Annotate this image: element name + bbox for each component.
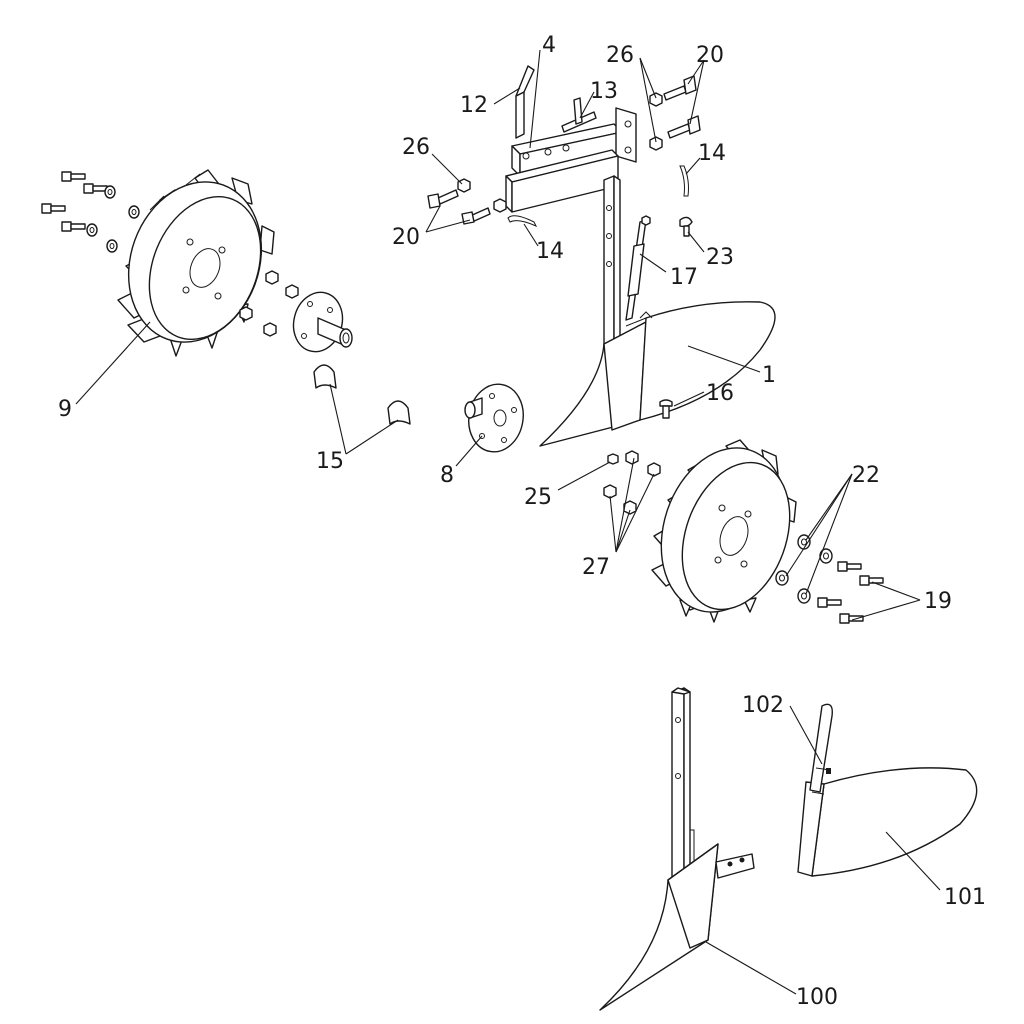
right-lug-wheel: [651, 439, 797, 623]
callout-100: 100: [796, 985, 838, 1010]
callout-1: 1: [762, 363, 776, 388]
hitch-bolts-right: [649, 75, 701, 151]
callout-23: 23: [706, 245, 734, 270]
pin-13: [561, 97, 597, 133]
right-hub-nuts: [603, 450, 661, 515]
hitch-bolts-left: [427, 178, 507, 225]
callout-13: 13: [590, 79, 618, 104]
bolt-16: [659, 399, 673, 419]
callout-27: 27: [582, 555, 610, 580]
callout-26: 26: [402, 135, 430, 160]
left-hub-nuts: [239, 270, 299, 337]
callout-8: 8: [440, 463, 454, 488]
callout-102: 102: [742, 693, 784, 718]
plow-share-100: [599, 843, 755, 1011]
washers-22: [775, 534, 833, 604]
callout-12: 12: [460, 93, 488, 118]
moldboard-101: [797, 767, 978, 877]
plow-stem: [603, 175, 621, 347]
left-hub-flange: [292, 291, 353, 353]
lock-clips: [313, 364, 411, 425]
callout-9: 9: [58, 397, 72, 422]
callout-22: 22: [852, 463, 880, 488]
moldboard-1: [625, 301, 776, 421]
pin-12: [515, 65, 535, 139]
adjust-rod-17: [625, 215, 651, 321]
callout-26: 26: [606, 43, 634, 68]
cotter-pins: [507, 165, 689, 228]
callout-16: 16: [706, 381, 734, 406]
callout-15: 15: [316, 449, 344, 474]
leader-lines: [75, 49, 941, 995]
bolt-23: [679, 216, 693, 237]
plow-stem-100: [671, 687, 695, 885]
callout-19: 19: [924, 589, 952, 614]
callout-25: 25: [524, 485, 552, 510]
callout-20: 20: [696, 43, 724, 68]
callout-labels: 4 12 13 26 20 14 26 20 14 23 17 1 16 9 1…: [58, 33, 986, 1010]
right-hub-flange: [464, 383, 524, 453]
bracket-102: [809, 703, 833, 795]
callout-101: 101: [944, 885, 986, 910]
hitch-bracket: [505, 107, 637, 213]
plow-share: [539, 321, 647, 447]
callout-14: 14: [698, 141, 726, 166]
callout-20: 20: [392, 225, 420, 250]
left-wheel-bolts: [41, 171, 140, 253]
left-lug-wheel: [117, 169, 275, 357]
callout-17: 17: [670, 265, 698, 290]
callout-4: 4: [542, 33, 556, 58]
callout-14: 14: [536, 239, 564, 264]
